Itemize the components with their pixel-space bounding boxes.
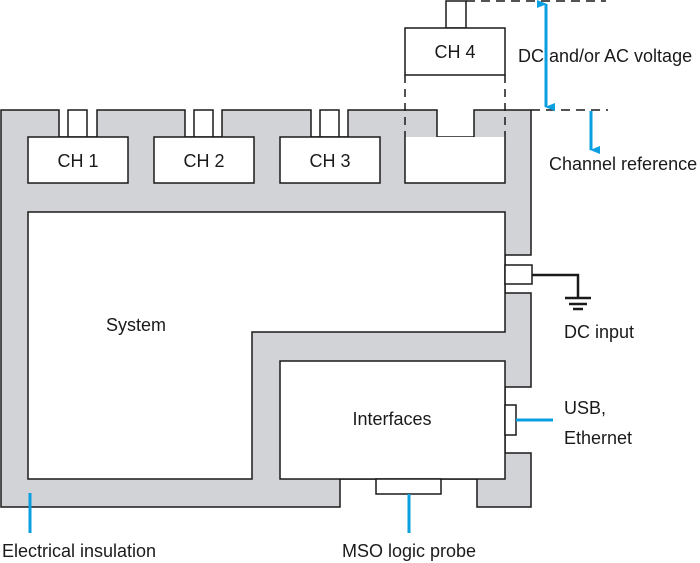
system-block	[27, 211, 506, 480]
usb-connector	[504, 404, 517, 436]
ch4-dashed-guides	[404, 75, 506, 137]
mso-connector	[375, 478, 442, 495]
ch4-block	[404, 27, 506, 76]
ch4-label: CH 4	[434, 42, 475, 62]
ch1-block	[27, 136, 129, 184]
ethernet-label: Ethernet	[564, 428, 632, 448]
ch1-connector	[67, 109, 88, 138]
ch2-block	[153, 136, 255, 184]
voltage-label: DC and/or AC voltage	[518, 46, 692, 66]
interfaces-label: Interfaces	[352, 409, 431, 429]
channel-reference-label: Channel reference	[549, 154, 697, 174]
dc-input-connector	[504, 264, 533, 285]
ch4-slot	[405, 137, 505, 183]
ch3-block	[279, 136, 381, 184]
ch4-slot-outline	[404, 137, 506, 184]
ch3-label: CH 3	[309, 151, 350, 171]
mso-label: MSO logic probe	[342, 541, 476, 561]
interfaces-block	[279, 360, 506, 480]
ch2-connector	[193, 109, 214, 138]
usb-label: USB,	[564, 398, 606, 418]
ch3-connector	[319, 109, 340, 138]
ch4-connector	[445, 0, 467, 29]
insulation-label: Electrical insulation	[2, 541, 156, 561]
ground-symbol-icon	[565, 296, 591, 311]
ch2-label: CH 2	[183, 151, 224, 171]
dc-input-label: DC input	[564, 322, 634, 342]
dc-input-wire	[532, 273, 580, 298]
system-label: System	[106, 315, 166, 335]
ch1-label: CH 1	[57, 151, 98, 171]
